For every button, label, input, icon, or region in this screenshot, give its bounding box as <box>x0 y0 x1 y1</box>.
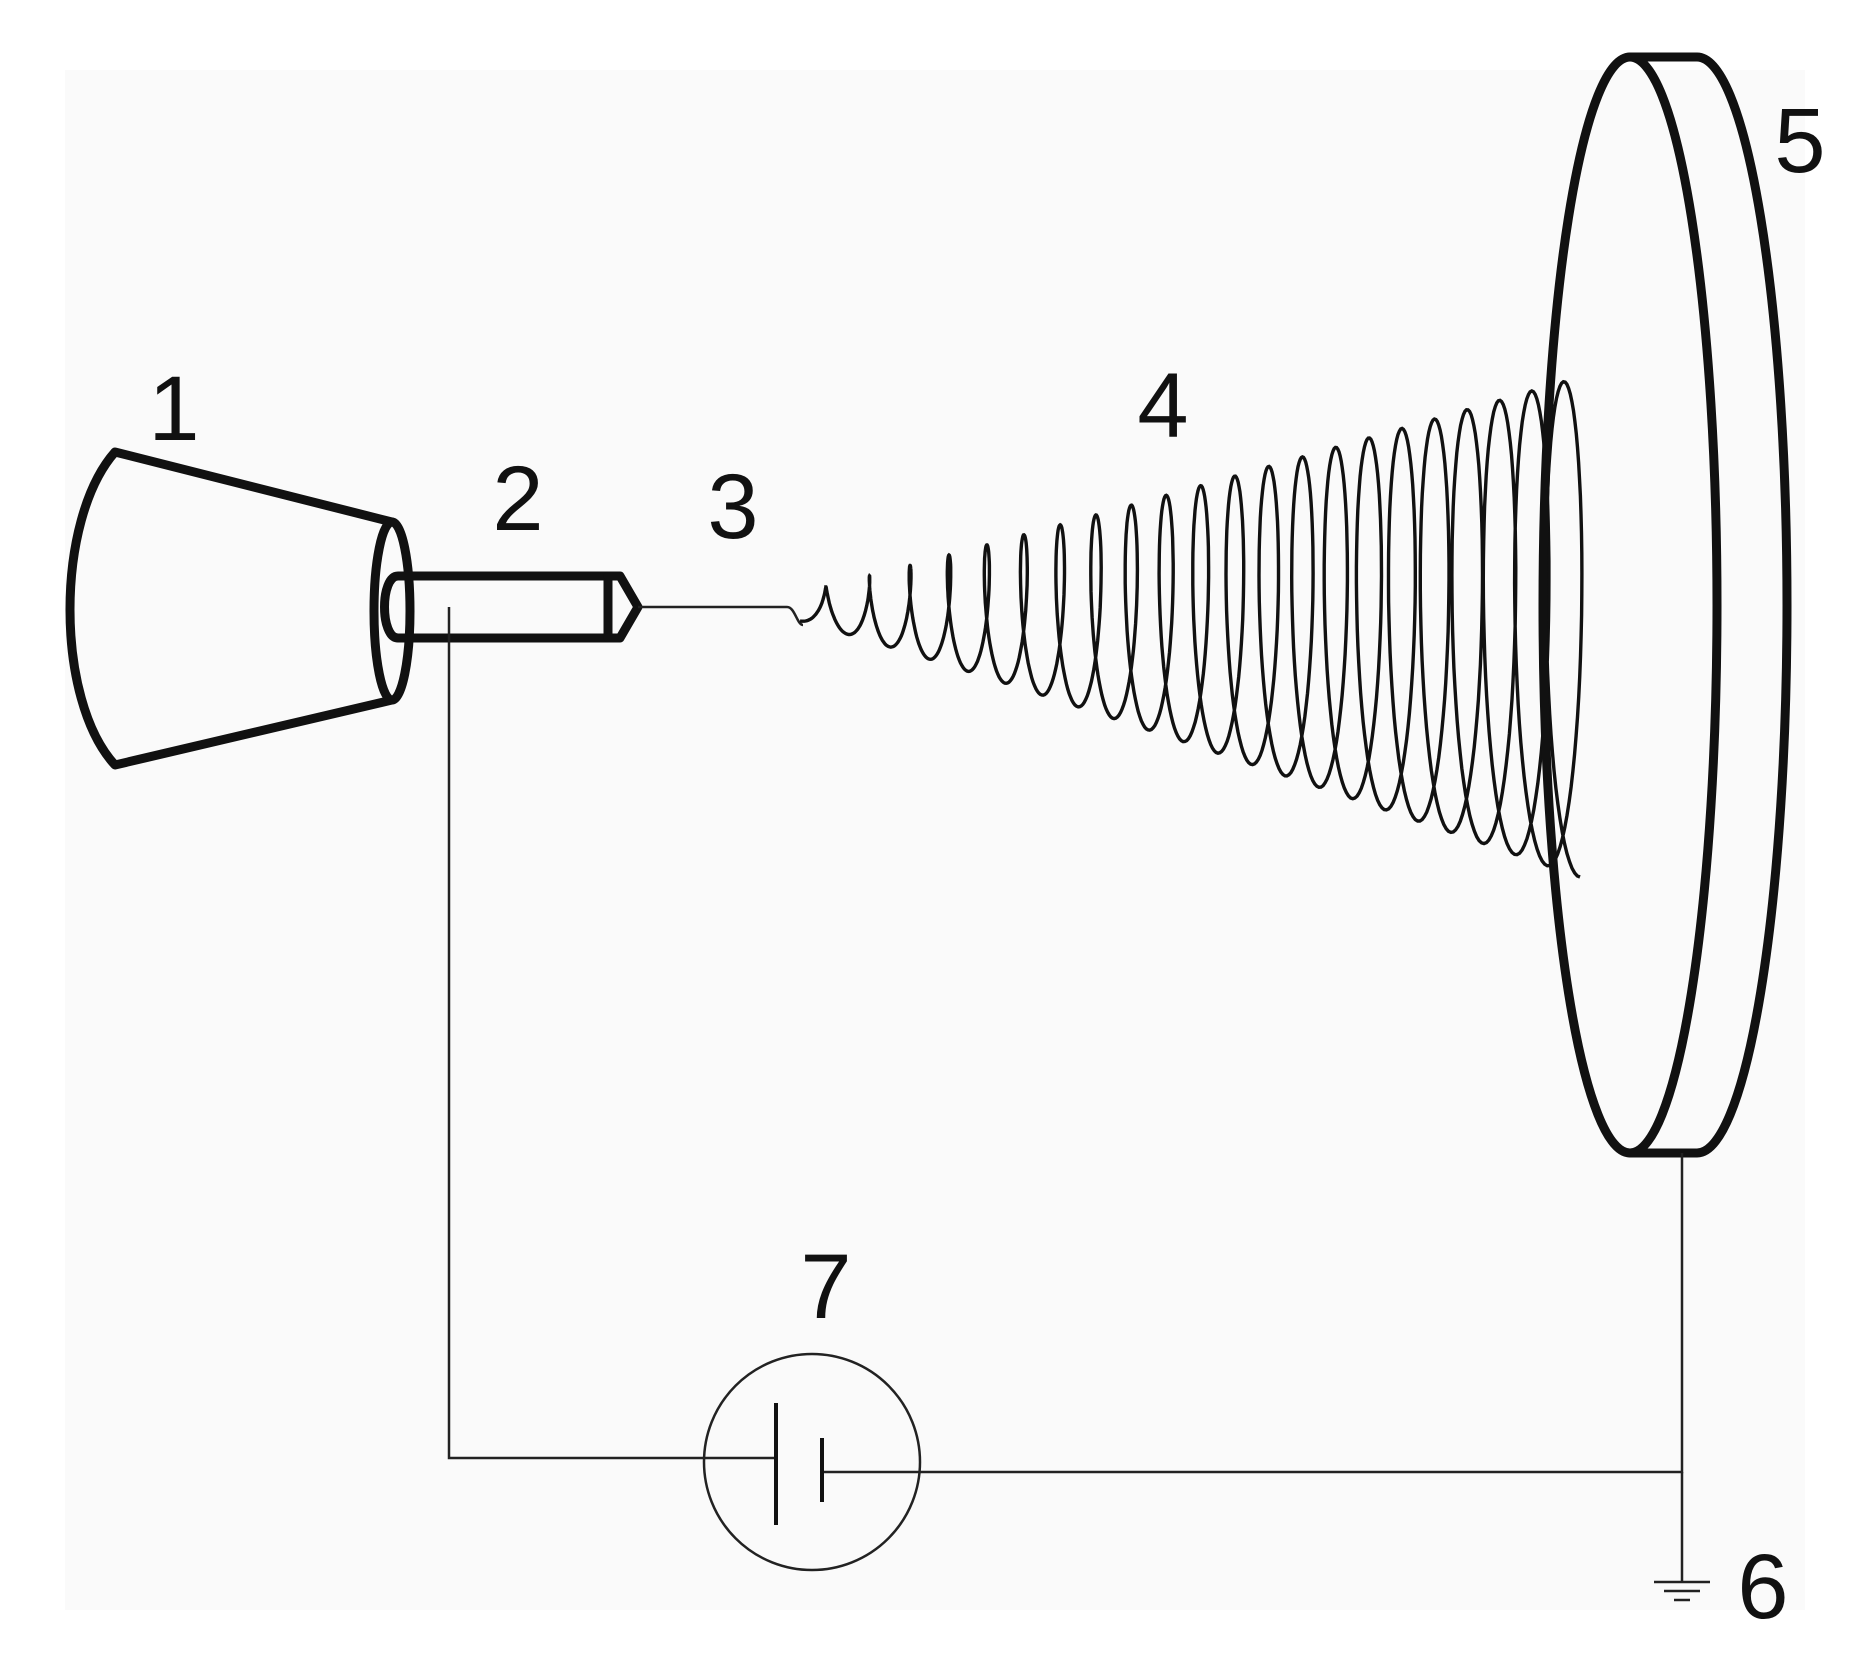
circuit-wires <box>447 607 1684 1582</box>
collector-back-edge <box>1625 52 1792 1158</box>
syringe-outlet <box>369 517 415 705</box>
label-needle: 2 <box>492 448 543 550</box>
collector <box>1538 52 1792 1158</box>
diagram-background <box>65 70 1805 1610</box>
wire-needle-to-source <box>447 607 776 1460</box>
label-straight-jet: 3 <box>707 456 758 558</box>
high-voltage-source <box>702 1352 922 1572</box>
label-voltage-source: 7 <box>800 1236 851 1338</box>
straight-jet <box>638 605 804 627</box>
whipping-jet-spiral <box>799 379 1584 879</box>
syringe <box>65 447 415 770</box>
label-collector: 5 <box>1774 90 1825 192</box>
ground-icon <box>1654 1580 1710 1602</box>
label-syringe: 1 <box>148 358 199 460</box>
label-ground: 6 <box>1737 1536 1788 1638</box>
syringe-body <box>65 447 397 770</box>
source-circle <box>702 1352 922 1572</box>
label-whipping-jet: 4 <box>1137 355 1188 457</box>
needle-tube <box>380 571 613 643</box>
